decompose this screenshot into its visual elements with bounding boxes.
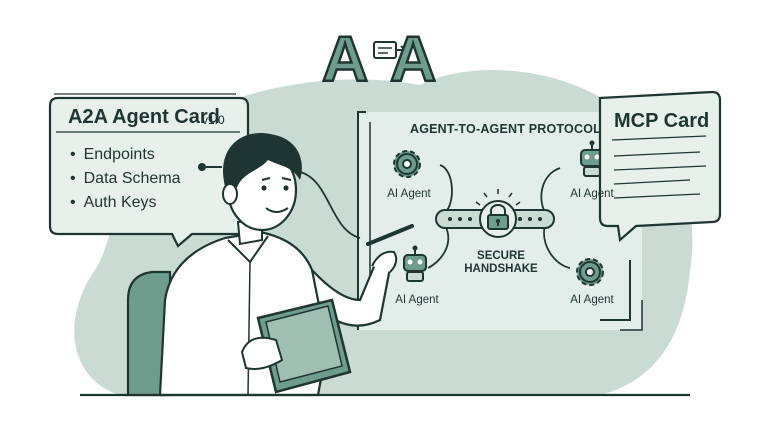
agent-label: AI Agent (395, 294, 439, 306)
agent-card-version: v1.0 (202, 113, 225, 127)
gear-icon (393, 150, 421, 178)
card-cable (299, 171, 361, 239)
agent-card-item: Data Schema (70, 170, 181, 188)
handshake-label: SECURE HANDSHAKE (458, 250, 544, 276)
card-connector (198, 163, 222, 171)
lock-icon (475, 189, 521, 238)
mcp-card (598, 90, 722, 243)
handshake-line-1: SECURE (477, 250, 525, 262)
agent-card-item: Endpoints (70, 146, 155, 164)
mcp-card-title: MCP Card (614, 110, 710, 132)
logo-link-icon (373, 41, 407, 59)
robot-icon (580, 140, 604, 177)
logo-letter-left: A (321, 22, 371, 97)
chair (126, 270, 172, 397)
agent-label: AI Agent (570, 188, 614, 200)
handshake-line-2: HANDSHAKE (464, 263, 538, 275)
agent-card-title: A2A Agent Card (68, 106, 220, 128)
robot-icon (403, 245, 427, 282)
person (158, 133, 414, 397)
protocol-title: AGENT-TO-AGENT PROTOCOL (410, 122, 601, 136)
agent-card-item: Auth Keys (70, 194, 157, 212)
agent-label: AI Agent (570, 294, 614, 306)
gear-icon (576, 258, 604, 286)
agent-label: AI Agent (387, 188, 431, 200)
logo-letter-right: A (389, 22, 439, 97)
